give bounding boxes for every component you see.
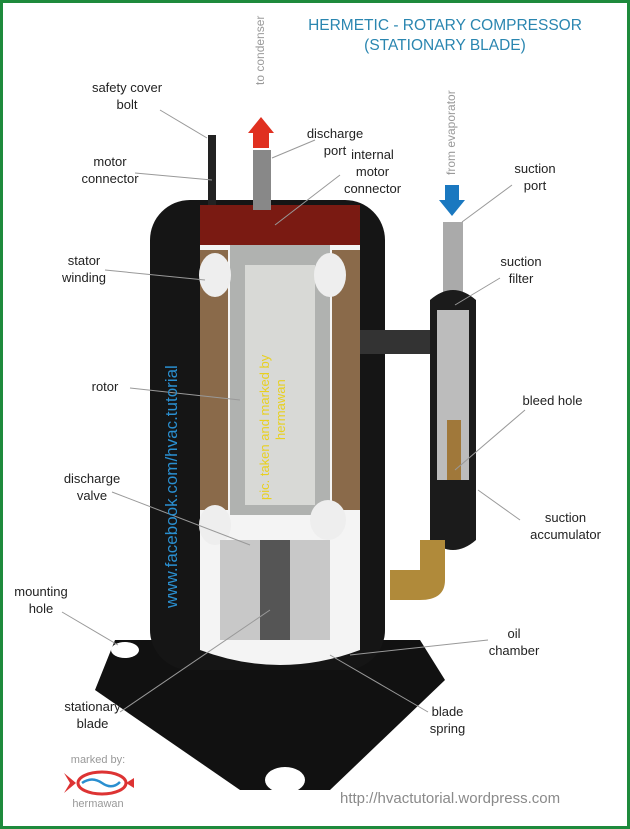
- mounting-base: [95, 640, 445, 790]
- credit-watermark-2: hermawan: [273, 379, 288, 440]
- mounting-hole-left: [111, 642, 139, 658]
- suction-pipe: [443, 222, 463, 292]
- rotor: [245, 265, 315, 505]
- safety-bolt: [208, 135, 216, 205]
- credit-watermark-1: pic. taken and marked by: [257, 354, 272, 500]
- label-bleed-hole: bleed hole: [522, 393, 583, 408]
- top-cap: [200, 205, 360, 245]
- fish-logo-icon: [64, 770, 134, 796]
- suction-tube: [390, 540, 445, 600]
- mounting-hole-front: [265, 767, 305, 793]
- label-rotor: rotor: [91, 379, 119, 394]
- diagram-subtitle: (STATIONARY BLADE): [364, 37, 526, 54]
- marked-by-label: marked by:: [70, 754, 126, 766]
- author-label: hermawan: [72, 798, 124, 810]
- suction-arrow-icon: [439, 185, 465, 216]
- to-condenser-label: to condenser: [253, 15, 267, 85]
- website-url: http://hvactutorial.wordpress.com: [340, 790, 561, 807]
- discharge-pipe: [253, 150, 271, 210]
- from-evaporator-label: from evaporator: [444, 90, 458, 175]
- facebook-watermark: www.facebook.com/hvac.tutorial: [162, 365, 181, 608]
- leader-lines: [61, 109, 526, 713]
- diagram-title: HERMETIC - ROTARY COMPRESSOR: [308, 17, 582, 34]
- discharge-arrow-icon: [248, 117, 274, 148]
